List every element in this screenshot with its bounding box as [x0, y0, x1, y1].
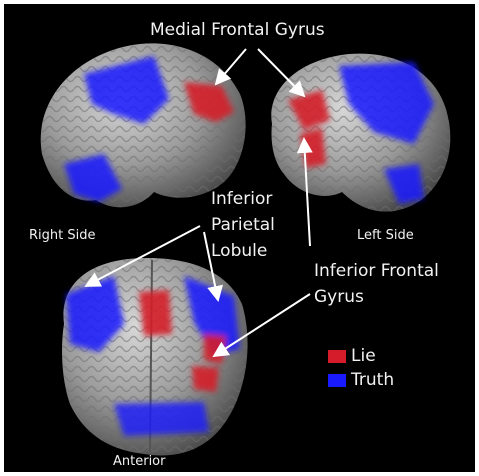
inferior-frontal-line1: Inferior Frontal [314, 260, 439, 282]
anterior-label: Anterior [113, 454, 165, 469]
legend-label-truth: Truth [351, 370, 394, 390]
truth-swatch [328, 374, 346, 387]
legend-item-truth: Truth [328, 370, 394, 390]
right-side-label: Right Side [29, 228, 95, 243]
lie-swatch [328, 350, 346, 363]
legend-label-lie: Lie [351, 346, 376, 366]
inferior-parietal-line2: Parietal [211, 214, 275, 236]
left-side-brain [271, 54, 450, 212]
right-side-brain [41, 43, 246, 207]
inferior-parietal-line3: Lobule [211, 240, 267, 262]
legend-item-lie: Lie [328, 346, 376, 366]
inferior-parietal-line1: Inferior [211, 188, 272, 210]
anterior-brain [62, 258, 248, 456]
medial-frontal-gyrus-label: Medial Frontal Gyrus [150, 20, 325, 40]
figure-frame: Medial Frontal Gyrus Right Side Left Sid… [4, 4, 475, 472]
inferior-frontal-line2: Gyrus [314, 286, 364, 308]
left-side-label: Left Side [357, 228, 414, 243]
